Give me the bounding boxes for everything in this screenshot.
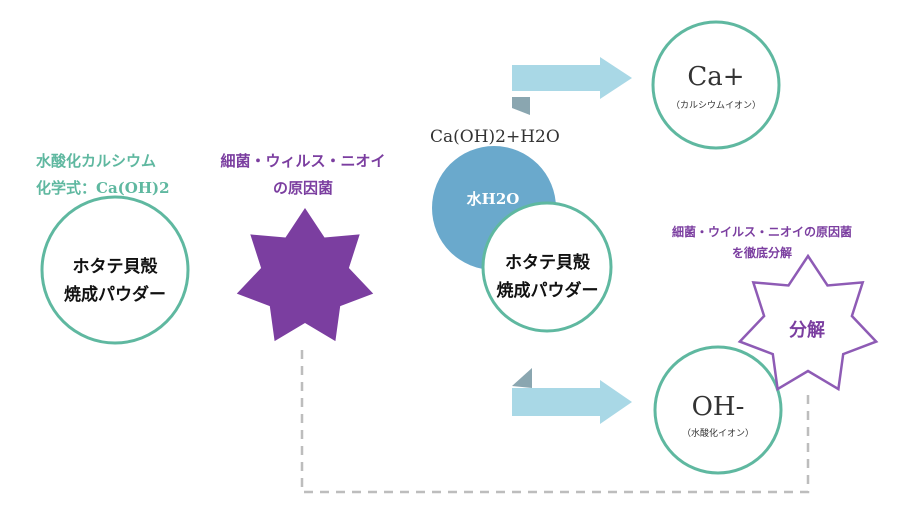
bacteria-star-icon [236, 208, 374, 342]
decompose-caption-line1: 細菌・ウイルス・ニオイの原因菌 [671, 225, 852, 239]
reaction-powder-circle [481, 201, 613, 333]
arrow-to-calcium-icon [512, 57, 632, 115]
calcium-ion-circle [651, 20, 781, 150]
decompose-caption-line2: を徹底分解 [731, 246, 792, 260]
decompose-star-icon [737, 253, 879, 392]
reaction-powder-line2: 焼成パウダー [496, 281, 599, 301]
arrow-to-hydroxide-icon [512, 368, 632, 424]
calcium-ion-name: （カルシウムイオン） [670, 101, 761, 111]
hydroxide-ion-symbol: OH- [691, 392, 745, 422]
bacteria-label-line1: 細菌・ウィルス・ニオイ [220, 152, 386, 170]
decompose-star-label: 分解 [789, 320, 825, 341]
chemical-formula: 化学式：Ca(OH)2 [36, 179, 170, 197]
water-label: 水H2O [466, 190, 520, 208]
hydroxide-ion-circle [653, 345, 783, 475]
hydroxide-ion-name: （水酸化イオン） [681, 429, 754, 439]
bacteria-label-line2: の原因菌 [272, 179, 333, 197]
hydroxide-title: 水酸化カルシウム [36, 152, 157, 170]
powder-label-line2: 焼成パウダー [64, 285, 166, 305]
calcium-ion-symbol: Ca+ [687, 62, 745, 92]
powder-circle [40, 195, 190, 345]
reaction-formula: Ca(OH)2+H2O [430, 127, 560, 147]
dashed-connector [300, 350, 810, 494]
reaction-powder-line1: ホタテ貝殻 [505, 253, 590, 273]
powder-label-line1: ホタテ貝殻 [72, 257, 158, 277]
